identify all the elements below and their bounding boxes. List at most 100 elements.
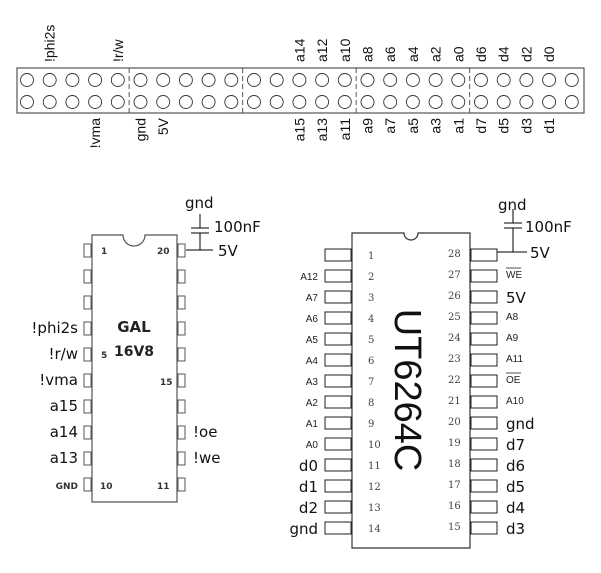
connector-pin-hole <box>156 73 171 87</box>
sram-pin-label: A7 <box>306 293 319 304</box>
connector-bottom-label: a1 <box>450 118 466 134</box>
connector-top-label: d2 <box>518 46 534 62</box>
connector-top-label: a4 <box>405 46 421 62</box>
connector-pin-hole <box>428 95 443 109</box>
connector-top-label: a14 <box>291 38 307 62</box>
connector-top-label: a10 <box>337 38 353 62</box>
sram-pin-label: d7 <box>506 436 525 454</box>
connector-pin-hole <box>88 73 103 87</box>
gal-cap-5v-label: 5V <box>218 242 239 260</box>
connector-bottom-label: a15 <box>291 118 307 142</box>
sram-title: UT6264C <box>386 309 428 472</box>
sram-pin-number: 24 <box>448 333 461 344</box>
connector-top-label: a0 <box>450 46 466 62</box>
gal-left-pin <box>83 399 92 414</box>
sram-cap-gnd-label: gnd <box>498 196 527 214</box>
connector-pin-hole <box>133 73 148 87</box>
sram-pin-number: 8 <box>368 398 374 409</box>
sram-left-pin <box>324 311 352 325</box>
sram-pin-label: WE <box>506 270 522 281</box>
sram-left-pin <box>324 458 352 472</box>
connector-pin-hole <box>178 95 193 109</box>
connector-pin-hole <box>88 95 103 109</box>
sram-pin-label: gnd <box>289 520 318 538</box>
connector-pin-hole <box>451 73 466 87</box>
sram-pin-label: d5 <box>506 478 525 496</box>
sram-pin-number: 7 <box>368 377 374 388</box>
sram-cap-5v-label: 5V <box>530 244 551 262</box>
sram-right-pin <box>470 269 498 283</box>
sram-pin-number: 20 <box>448 417 461 428</box>
connector-top-label: !phi2s <box>42 25 58 62</box>
sram-pin-number: 28 <box>448 249 461 260</box>
connector-pin-hole <box>20 73 34 87</box>
sram-pin-label: d3 <box>506 520 525 538</box>
gal-left-pin <box>83 425 92 440</box>
gal-right-pin <box>177 399 186 414</box>
connector-pin-hole <box>542 73 557 87</box>
sram-left-pin <box>324 374 352 388</box>
gal-cap-gnd-label: gnd <box>185 194 214 212</box>
connector-pin-hole <box>65 95 80 109</box>
connector-pin-hole <box>224 73 239 87</box>
sram-right-pin <box>470 290 498 304</box>
connector-pin-hole <box>564 95 579 109</box>
sram-left-pin <box>324 395 352 409</box>
gal-left-pin <box>83 373 92 388</box>
connector-top-label: d4 <box>496 46 512 62</box>
gal-pin-label: !vma <box>39 371 78 389</box>
connector-pin-hole <box>519 73 534 87</box>
gal-pin-label: !oe <box>193 423 217 441</box>
connector-pin-hole <box>178 73 193 87</box>
connector-body <box>16 67 585 114</box>
connector-pin-hole <box>337 95 352 109</box>
gal-right-pin <box>177 451 186 466</box>
gal-right-pin <box>177 295 186 310</box>
sram-pin-number: 17 <box>448 480 461 491</box>
sram-pin-label: d4 <box>506 499 525 517</box>
connector-top-label: a6 <box>382 46 398 62</box>
sram-pin-number: 14 <box>368 524 381 535</box>
sram-pin-number: 25 <box>448 312 461 323</box>
connector-pin-hole <box>269 73 284 87</box>
connector-pin-hole <box>428 73 443 87</box>
sram-right-pin <box>470 479 498 493</box>
connector-bottom-label: 5V <box>155 117 171 135</box>
sram-pin-label: A10 <box>506 396 524 407</box>
connector-bottom-label: a13 <box>314 118 330 142</box>
sram-right-pin <box>470 353 498 367</box>
connector-pin-hole <box>247 73 261 87</box>
connector-pin-hole <box>156 95 171 109</box>
connector-pin-hole <box>315 95 330 109</box>
connector-top-label: d6 <box>473 46 489 62</box>
sram-left-pin <box>324 332 352 346</box>
connector-pin-hole <box>496 95 511 109</box>
gal-right-pin <box>177 373 186 388</box>
sram-pin-label: A11 <box>506 354 523 365</box>
sram-pin-number: 21 <box>448 396 461 407</box>
sram-pin-number: 9 <box>368 419 374 430</box>
sram-pin-label: d0 <box>299 457 318 475</box>
connector-pin-hole <box>474 95 488 109</box>
connector-top-label: a2 <box>428 46 444 62</box>
gal-pin-number-10: 10 <box>100 482 113 492</box>
connector-bottom-label: d1 <box>541 118 557 134</box>
sram-pin-number: 15 <box>448 522 461 533</box>
connector-pin-hole <box>360 73 375 87</box>
connector-pin-hole <box>383 73 398 87</box>
sram-pin-number: 27 <box>448 270 461 281</box>
connector-pin-hole <box>383 95 398 109</box>
connector-bottom-label: !vma <box>87 118 103 149</box>
connector-pin-hole <box>451 95 466 109</box>
sram-left-pin <box>324 269 352 283</box>
gal-right-pin <box>177 243 186 258</box>
sram-pin-number: 3 <box>368 293 374 304</box>
gal-pin-label: a13 <box>50 449 78 467</box>
sram-right-pin <box>470 416 498 430</box>
sram-left-pin <box>324 479 352 493</box>
connector-pin-hole <box>360 95 375 109</box>
connector-bottom-label: d7 <box>473 118 489 134</box>
